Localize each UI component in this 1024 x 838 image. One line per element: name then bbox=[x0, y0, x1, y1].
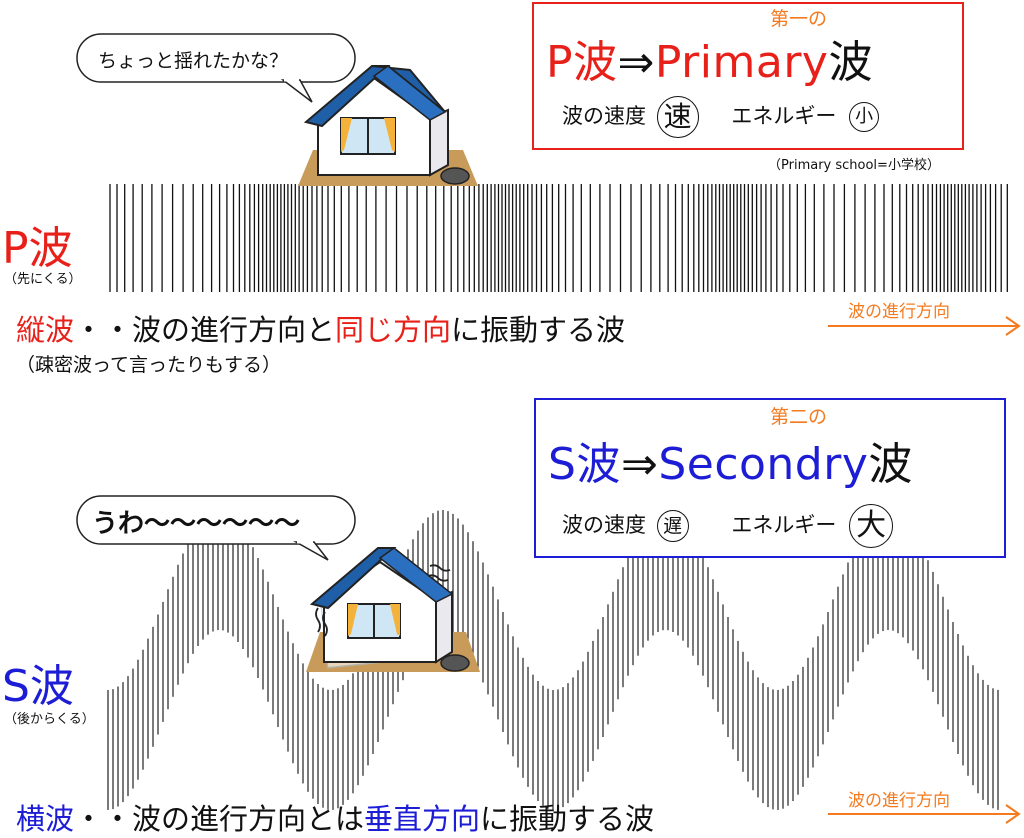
p-speed-value: 速 bbox=[656, 96, 699, 138]
p-title-c: 波 bbox=[828, 37, 873, 88]
s-desc-part3: 垂直方向 bbox=[364, 802, 481, 836]
s-speed-value: 遅 bbox=[656, 510, 689, 542]
p-energy-label: エネルギー bbox=[731, 104, 837, 128]
s-speech-bubble bbox=[76, 495, 356, 561]
p-title-a: P波 bbox=[546, 37, 618, 88]
s-desc-part1: 横波 bbox=[16, 802, 75, 836]
s-ordinal: 第二の bbox=[770, 406, 828, 428]
p-desc-part1: 縦波 bbox=[16, 313, 75, 347]
p-direction-label: 波の進行方向 bbox=[848, 302, 950, 322]
s-title-b: Secondry bbox=[658, 439, 869, 490]
p-primary-note: （Primary school=小学校） bbox=[768, 158, 940, 173]
s-energy-value: 大 bbox=[849, 504, 894, 548]
s-direction-arrow bbox=[828, 804, 1021, 824]
p-description-paren: （疎密波って言ったりもする） bbox=[16, 354, 282, 376]
p-wave-info-box: 第一の P波⇒Primary波 波の速度 速 エネルギー 小 bbox=[532, 2, 964, 150]
p-wave-label: P波 bbox=[2, 223, 73, 274]
p-speed-label: 波の速度 bbox=[562, 104, 646, 128]
p-direction-arrow bbox=[828, 316, 1021, 336]
s-wave-lines bbox=[107, 510, 999, 810]
p-house-illustration bbox=[298, 65, 478, 186]
s-desc-part4: に振動する波 bbox=[480, 802, 655, 836]
s-wave-label: S波 bbox=[2, 661, 74, 712]
p-ordinal: 第一の bbox=[770, 8, 828, 30]
s-speech-text: うわ〜〜〜〜〜〜 bbox=[92, 509, 301, 539]
p-desc-part4: に振動する波 bbox=[451, 313, 626, 347]
s-title-arrow: ⇒ bbox=[620, 439, 659, 490]
p-title-b: Primary bbox=[654, 37, 829, 88]
p-speech-text: ちょっと揺れたかな？ bbox=[98, 50, 289, 72]
s-desc-part2: ・・波の進行方向とは bbox=[74, 802, 365, 836]
p-wave-lines bbox=[109, 184, 1008, 292]
s-house-illustration bbox=[306, 547, 480, 672]
p-speech-bubble bbox=[76, 33, 356, 103]
s-description: 横波・・波の進行方向とは垂直方向に振動する波 bbox=[16, 796, 654, 838]
s-wave-info-box: 第二の S波⇒Secondry波 波の速度 遅 エネルギー 大 bbox=[534, 398, 1006, 558]
p-desc-part3: 同じ方向 bbox=[335, 313, 452, 347]
p-title: P波⇒Primary波 bbox=[546, 26, 873, 90]
p-wave-sub: （先にくる） bbox=[4, 272, 82, 287]
p-desc-part2: ・・波の進行方向と bbox=[74, 313, 336, 347]
s-wave-sub: （後からくる） bbox=[4, 712, 95, 727]
s-direction-label: 波の進行方向 bbox=[848, 791, 950, 811]
s-energy-label: エネルギー bbox=[731, 513, 837, 537]
p-props-row: 波の速度 速 エネルギー 小 bbox=[562, 96, 880, 138]
p-energy-value: 小 bbox=[849, 102, 880, 132]
s-title: S波⇒Secondry波 bbox=[548, 428, 913, 492]
p-title-arrow: ⇒ bbox=[617, 37, 655, 88]
s-speed-label: 波の速度 bbox=[562, 513, 646, 537]
s-title-c: 波 bbox=[868, 439, 913, 490]
s-props-row: 波の速度 遅 エネルギー 大 bbox=[562, 504, 894, 548]
p-description: 縦波・・波の進行方向と同じ方向に振動する波 bbox=[16, 307, 625, 349]
s-title-a: S波 bbox=[548, 439, 621, 490]
